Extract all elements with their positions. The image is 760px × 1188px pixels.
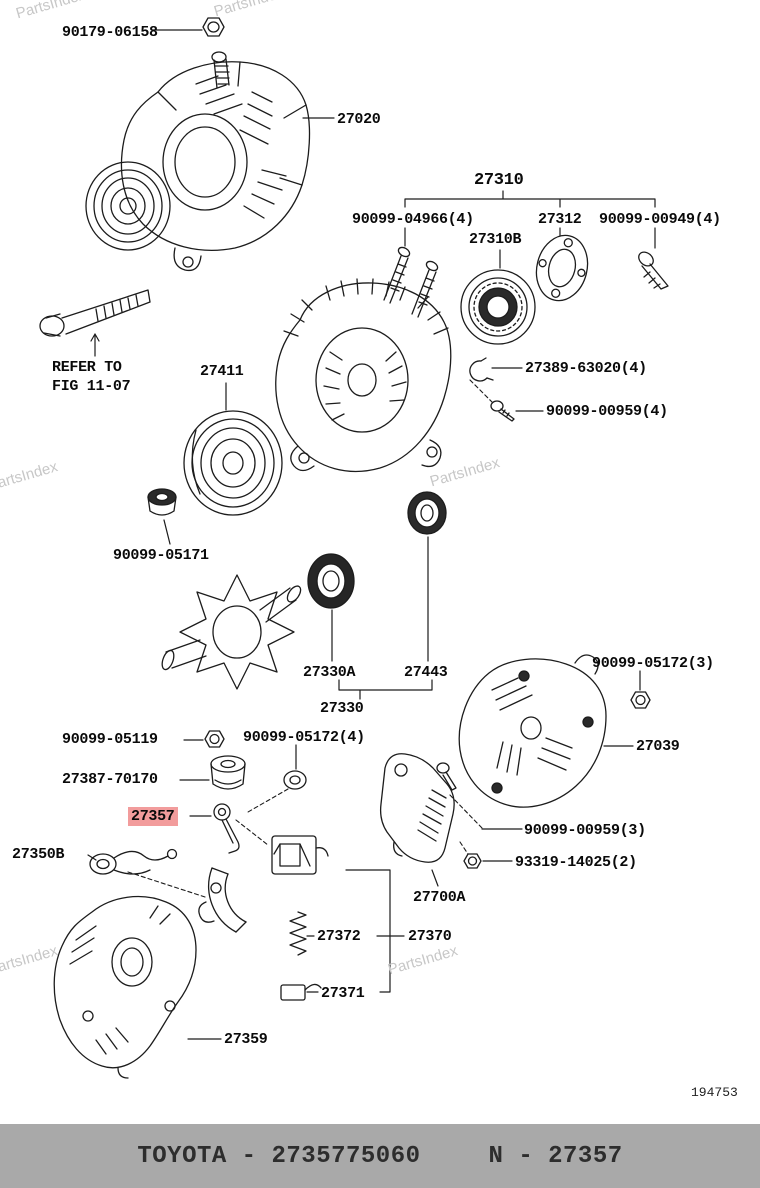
- label-27700a[interactable]: 27700A: [413, 889, 466, 906]
- label-27330a[interactable]: 27330A: [303, 664, 356, 681]
- label-27330[interactable]: 27330: [320, 700, 364, 717]
- brush-drawing: [280, 983, 322, 1001]
- label-90099-00959-4[interactable]: 90099-00959(4): [546, 403, 668, 420]
- nut-05171-drawing: [147, 488, 177, 516]
- front-cover-drawing: [53, 895, 197, 1079]
- nut-93319-drawing: [463, 853, 482, 869]
- label-90099-05171[interactable]: 90099-05171: [113, 547, 209, 564]
- label-90099-04966-4[interactable]: 90099-04966(4): [352, 211, 474, 228]
- label-27312[interactable]: 27312: [538, 211, 582, 228]
- bolt-00949-drawing: [638, 251, 669, 290]
- ring-27443-drawing: [407, 491, 447, 535]
- label-90099-05119[interactable]: 90099-05119: [62, 731, 158, 748]
- label-27039[interactable]: 27039: [636, 738, 680, 755]
- screw-00959-4-drawing: [490, 400, 515, 422]
- label-27310[interactable]: 27310: [474, 171, 524, 190]
- label-27370[interactable]: 27370: [408, 928, 452, 945]
- label-90179-06158[interactable]: 90179-06158: [62, 24, 158, 41]
- part-27357-drawing: [213, 803, 240, 854]
- label-27411[interactable]: 27411: [200, 363, 244, 380]
- brush-box-drawing: [271, 835, 329, 875]
- clamp-27350b-drawing: [89, 848, 178, 875]
- plate-27312-drawing: [535, 234, 589, 302]
- diagram-number: 194753: [691, 1085, 738, 1100]
- bolt-refer-drawing: [39, 289, 151, 337]
- pulley-drawing: [183, 410, 283, 516]
- label-refer-fig-11-07: REFER TO FIG 11-07: [52, 359, 131, 395]
- bearing-27310b-drawing: [460, 269, 536, 345]
- nut-05119-drawing: [204, 730, 225, 748]
- holder-bracket-drawing: [198, 867, 247, 933]
- label-90099-00949-4[interactable]: 90099-00949(4): [599, 211, 721, 228]
- alternator-front-drawing: [85, 61, 311, 272]
- rear-cover-drawing: [458, 654, 607, 808]
- footer-bar: TOYOTA - 2735775060 N - 27357: [0, 1124, 760, 1188]
- label-27387-70170[interactable]: 27387-70170: [62, 771, 158, 788]
- screw-00959-3-drawing: [436, 762, 457, 791]
- alternator-rear-drawing: [275, 278, 452, 473]
- label-27357[interactable]: 27357: [128, 807, 178, 826]
- label-90099-05172-3[interactable]: 90099-05172(3): [592, 655, 714, 672]
- regulator-drawing: [379, 753, 455, 863]
- footer-part-number: N - 27357: [488, 1142, 623, 1170]
- spring-drawing: [289, 911, 307, 956]
- stud-drawing: [211, 51, 230, 89]
- screws-04966-drawing: [383, 246, 439, 318]
- rotor-drawing: [161, 574, 302, 690]
- clip-27389-drawing: [469, 357, 494, 382]
- label-27443[interactable]: 27443: [404, 664, 448, 681]
- leader-lines: [87, 29, 656, 1040]
- label-27020[interactable]: 27020: [337, 111, 381, 128]
- label-27389-63020-4[interactable]: 27389-63020(4): [525, 360, 647, 377]
- footer-part-code: TOYOTA - 2735775060: [137, 1142, 421, 1170]
- nut-90179-drawing: [202, 17, 225, 37]
- label-27372[interactable]: 27372: [317, 928, 361, 945]
- nut-05172-3-drawing: [630, 691, 651, 709]
- label-27371[interactable]: 27371: [321, 985, 365, 1002]
- label-90099-05172-4[interactable]: 90099-05172(4): [243, 729, 365, 746]
- label-27350b[interactable]: 27350B: [12, 846, 65, 863]
- bearing-27330a-drawing: [307, 553, 355, 609]
- label-27310b[interactable]: 27310B: [469, 231, 522, 248]
- dashed-lines: [127, 379, 493, 898]
- insulator-27387-drawing: [210, 755, 246, 790]
- washer-05172-4-drawing: [283, 770, 307, 790]
- label-93319-14025-2[interactable]: 93319-14025(2): [515, 854, 637, 871]
- label-90099-00959-3[interactable]: 90099-00959(3): [524, 822, 646, 839]
- label-27359[interactable]: 27359: [224, 1031, 268, 1048]
